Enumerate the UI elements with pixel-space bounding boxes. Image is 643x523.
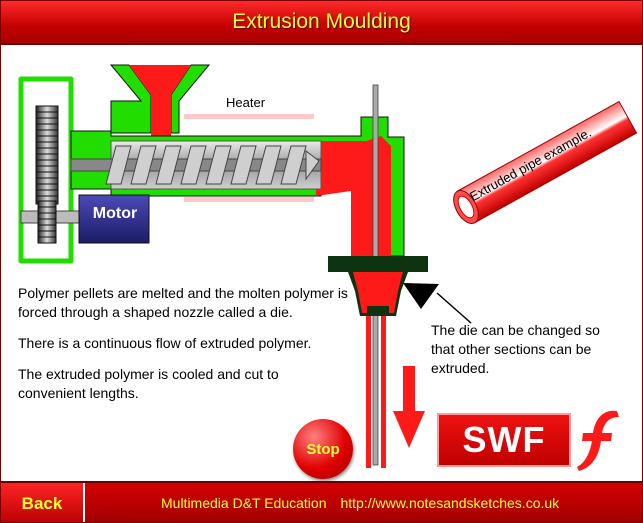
extrudate-left (366, 316, 371, 468)
footer-url[interactable]: http://www.notesandsketches.co.uk (340, 495, 560, 511)
stop-button[interactable]: Stop (293, 419, 353, 479)
description: Polymer pellets are melted and the molte… (18, 284, 348, 415)
footer-credits: Multimedia D&T Education http://www.notes… (161, 495, 573, 511)
title-bar: Extrusion Moulding (1, 1, 642, 45)
motor (78, 194, 150, 244)
extruder-diagram (18, 64, 638, 468)
footer-org: Multimedia D&T Education (161, 495, 327, 511)
heater-label: Heater (226, 95, 266, 110)
die-note: The die can be changed so that other sec… (431, 322, 600, 376)
description-paragraph: Polymer pellets are melted and the molte… (18, 285, 348, 320)
screw-icon (70, 145, 322, 185)
back-label: Back (21, 493, 63, 513)
page-title: Extrusion Moulding (232, 10, 411, 33)
stop-label: Stop (306, 440, 340, 458)
extrudate-right (381, 316, 386, 468)
back-button[interactable]: Back (1, 483, 85, 522)
extruded-pipe (453, 100, 638, 224)
arrow-down-icon (393, 366, 425, 448)
description-paragraph: The extruded polymer is cooled and cut t… (18, 366, 279, 401)
heater-band-top (184, 114, 314, 119)
swf-badge: SWF (437, 413, 571, 467)
hopper (109, 64, 211, 137)
description-paragraph: There is a continuous flow of extruded p… (18, 335, 312, 351)
die (328, 256, 428, 316)
heater-band-bottom (184, 197, 314, 202)
gear-icon (35, 105, 59, 244)
flash-logo-icon (577, 410, 619, 471)
swf-label: SWF (462, 419, 546, 460)
footer-bar: Back Multimedia D&T Education http://www.… (1, 481, 642, 522)
pointer-arrow-icon (403, 283, 472, 324)
motor-label: Motor (92, 205, 138, 222)
